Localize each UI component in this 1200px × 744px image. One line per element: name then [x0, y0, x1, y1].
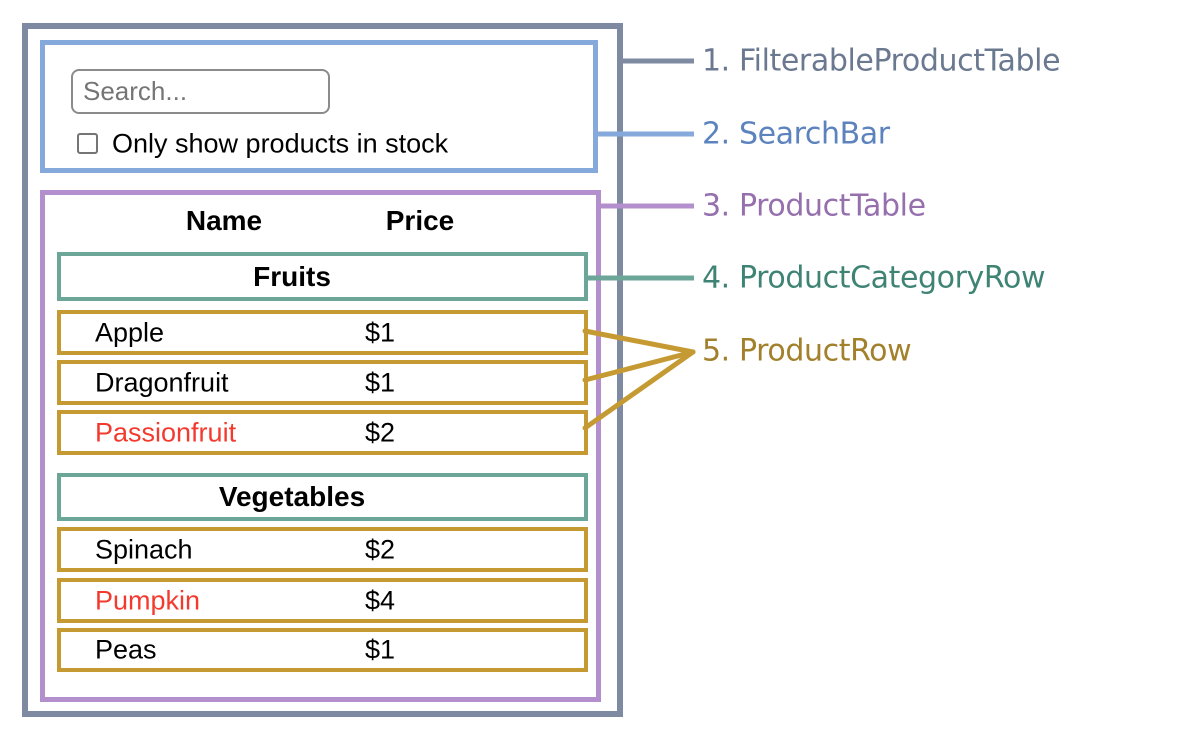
product-row-apple: Apple $1: [57, 310, 588, 355]
column-header-name: Name: [185, 205, 263, 236]
product-row-dragonfruit: Dragonfruit $1: [57, 360, 588, 405]
legend-product-table: 3. ProductTable: [702, 188, 926, 224]
column-header-price: Price: [385, 205, 455, 236]
search-input[interactable]: [71, 69, 330, 114]
legend-product-category-row: 4. ProductCategoryRow: [702, 260, 1046, 296]
in-stock-checkbox-label: Only show products in stock: [112, 128, 449, 159]
product-row-passionfruit: Passionfruit $2: [57, 410, 588, 455]
product-price: $1: [365, 317, 396, 347]
product-price: $4: [365, 585, 396, 615]
product-row-peas: Peas $1: [57, 628, 588, 672]
product-name-out-of-stock: Passionfruit: [95, 417, 237, 447]
product-name: Peas: [95, 634, 157, 665]
product-category-row-vegetables: Vegetables: [57, 473, 588, 521]
product-price: $1: [365, 367, 396, 397]
product-name: Apple: [95, 317, 165, 347]
product-price: $1: [365, 634, 396, 665]
product-name-out-of-stock: Pumpkin: [95, 585, 201, 615]
legend-product-row: 5. ProductRow: [702, 333, 912, 369]
product-price: $2: [365, 417, 396, 447]
product-price: $2: [365, 534, 396, 564]
product-name: Spinach: [95, 534, 193, 564]
legend-search-bar: 2. SearchBar: [702, 116, 890, 152]
in-stock-checkbox[interactable]: [77, 133, 98, 154]
product-row-pumpkin: Pumpkin $4: [57, 578, 588, 623]
product-name: Dragonfruit: [95, 367, 229, 397]
category-label: Fruits: [253, 260, 331, 292]
legend-filterable-product-table: 1. FilterableProductTable: [702, 43, 1061, 79]
product-row-spinach: Spinach $2: [57, 527, 588, 572]
category-label: Vegetables: [218, 481, 366, 512]
product-category-row-fruits: Fruits: [57, 252, 588, 301]
